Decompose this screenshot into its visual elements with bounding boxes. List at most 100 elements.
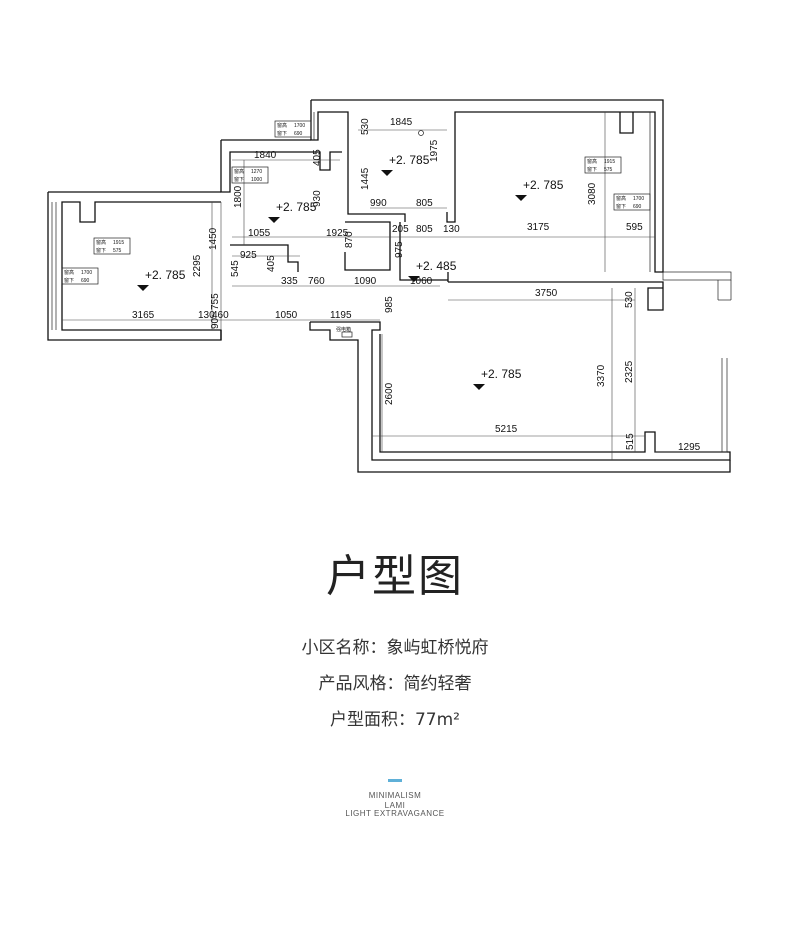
window-tag-key: 窗高 [587, 158, 597, 165]
level-label: +2. 785 [145, 268, 186, 282]
window-tag-key: 窗下 [587, 166, 597, 173]
dimension-label: 130 [443, 224, 460, 235]
brand-line-3: LIGHT EXTRAVAGANCE [345, 809, 445, 818]
window-tag-key: 窗高 [96, 239, 106, 246]
window-tag-value: 1000 [251, 177, 262, 183]
dimension-lines [62, 112, 727, 460]
dimension-label: 1800 [233, 185, 244, 208]
dimension-label: 405 [312, 149, 323, 166]
brand-line-2: LAMI [384, 801, 406, 810]
electric-box [341, 331, 353, 338]
dimension-label: 3750 [535, 288, 558, 299]
level-label: +2. 785 [523, 178, 564, 192]
dimension-label: 530 [360, 118, 371, 135]
window-tag-key: 窗高 [64, 269, 74, 276]
dimension-label: 460 [212, 310, 229, 321]
level-marker [408, 276, 420, 282]
window-tag-value: 1700 [294, 123, 305, 129]
dimension-label: 760 [308, 276, 325, 287]
level-label: +2. 785 [276, 200, 317, 214]
floor-plan-walls [47, 99, 731, 473]
dimension-label: 1195 [330, 310, 352, 321]
window-tag-box [584, 156, 622, 174]
brand-line-1: MINIMALISM [368, 791, 422, 800]
window-tag-box [93, 237, 131, 255]
window-tag-key: 窗下 [64, 277, 74, 284]
dimension-label: 335 [281, 276, 298, 287]
dimension-label: 3175 [527, 222, 550, 233]
dimension-label: 405 [266, 255, 277, 272]
dimension-label: 530 [624, 291, 635, 308]
window-tag-value: 690 [294, 131, 303, 137]
window-tag-value: 1915 [113, 240, 124, 246]
floor-area: 户型面积：77m² [329, 710, 460, 730]
dimension-label: 925 [240, 250, 257, 261]
floor-plan-windows [51, 112, 732, 452]
window-tag-value: 1700 [633, 196, 644, 202]
dimension-label: 1090 [354, 276, 377, 287]
dimension-label: 1295 [678, 442, 701, 453]
accent-bar [388, 779, 402, 782]
level-label: +2. 785 [389, 153, 430, 167]
level-label: +2. 485 [416, 259, 457, 273]
dimension-label: 205 [392, 224, 409, 235]
window-tag-key: 窗高 [234, 168, 244, 175]
dimension-label: 805 [416, 224, 433, 235]
dimension-label: 1450 [208, 227, 219, 250]
dimension-label: 975 [394, 241, 405, 258]
level-marker [268, 217, 280, 223]
dimension-label: 3165 [132, 310, 155, 321]
dimension-label: 515 [625, 433, 636, 450]
dimension-label: 990 [370, 198, 387, 209]
dimension-label: 805 [416, 198, 433, 209]
dimension-label: 1060 [410, 276, 433, 287]
window-tag-key: 窗下 [96, 247, 106, 254]
dimension-label: 3370 [596, 364, 607, 387]
window-tag-key: 窗下 [277, 130, 287, 137]
window-tag-value: 1700 [81, 270, 92, 276]
dimension-label: 2600 [384, 382, 395, 405]
level-marker [515, 195, 527, 201]
dimension-label: 1840 [254, 150, 277, 161]
window-tag-box [274, 120, 312, 138]
dimension-label: 930 [312, 190, 323, 207]
window-tag-value: 575 [604, 167, 613, 173]
dimension-label: 2325 [624, 360, 635, 383]
window-tag-value: 575 [113, 248, 122, 254]
dimension-label: 1445 [360, 167, 371, 190]
dimension-label: 1975 [429, 139, 440, 162]
window-tag-key: 窗下 [234, 176, 244, 183]
dimension-label: 985 [384, 296, 395, 313]
window-tag-box [231, 166, 269, 184]
dimension-label: 90 [210, 317, 221, 329]
dimension-label: 1055 [248, 228, 271, 239]
dimension-label: 1925 [326, 228, 349, 239]
dimension-label: 1845 [390, 117, 413, 128]
level-marker [381, 170, 393, 176]
window-tag-key: 窗高 [616, 195, 626, 202]
window-tag-key: 窗下 [616, 203, 626, 210]
dimension-label: 130 [198, 310, 215, 321]
product-style: 产品风格：简约轻奢 [318, 674, 472, 694]
level-label: +2. 785 [481, 367, 522, 381]
window-tag-value: 1270 [251, 169, 262, 175]
community-name: 小区名称：象屿虹桥悦府 [301, 638, 489, 658]
dimension-label: 870 [344, 231, 355, 248]
level-marker [137, 285, 149, 291]
dimension-label: 755 [210, 293, 221, 310]
dimension-label: 595 [626, 222, 643, 233]
window-tag-value: 690 [81, 278, 90, 284]
electric-box-label: 强电箱 [336, 326, 351, 333]
window-tag-value: 1915 [604, 159, 615, 165]
window-tag-box [61, 267, 99, 285]
floor-plan: +2. 785 +2. 785 +2. 785 +2. 785 +2. 485 +2. 7… [47, 99, 732, 473]
dimension-label: 545 [230, 260, 241, 277]
level-marker [473, 384, 485, 390]
window-tag-box [613, 193, 651, 211]
window-tag-key: 窗高 [277, 122, 287, 129]
dimension-label: 5215 [495, 424, 518, 435]
dimension-label: 2295 [192, 254, 203, 277]
page-title: 户型图 [326, 551, 464, 602]
window-tag-value: 690 [633, 204, 642, 210]
dimension-label: 1050 [275, 310, 298, 321]
